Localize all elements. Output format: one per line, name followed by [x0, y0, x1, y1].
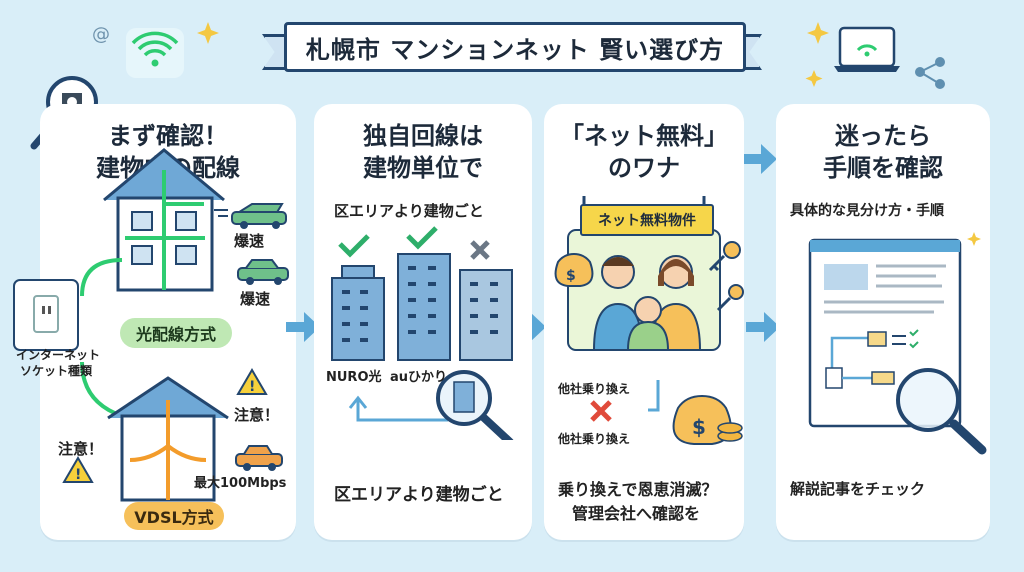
key-icon	[716, 284, 744, 312]
house-fiber	[103, 148, 225, 292]
switch-label: 他社乗り換え	[558, 432, 631, 446]
building-icon	[459, 269, 513, 361]
wiring-illustration: ! !	[13, 148, 289, 502]
cross-icon	[590, 400, 612, 422]
panel-title-line2: 手順を確認	[823, 154, 943, 182]
speed-label: 爆速	[234, 232, 265, 250]
svg-text:!: !	[249, 379, 255, 395]
svg-text:@: @	[92, 24, 110, 45]
panel-footer-line2: 管理会社へ確認を	[572, 504, 701, 523]
check-icon	[406, 226, 438, 250]
panel-title-line1: 独自回線は	[363, 122, 483, 150]
wifi-icon	[126, 28, 184, 78]
provider-label: NURO光	[326, 370, 382, 385]
money-bag-icon: $	[554, 252, 594, 287]
share-icon	[915, 57, 945, 89]
panel-footer: 区エリアより建物ごと	[334, 485, 504, 505]
vdsl-method-badge: VDSL方式	[124, 502, 224, 530]
switch-label: 他社乗り換え	[558, 382, 631, 396]
warning-icon: !	[62, 456, 94, 483]
money-bag-icon: $	[672, 394, 743, 445]
panel-subtitle: 具体的な見分け方・手順	[790, 203, 944, 219]
free-internet-sign: ネット無料物件	[580, 204, 714, 236]
free-internet-illustration: $ $	[554, 196, 744, 445]
panel-title-line1: 迷ったら	[835, 122, 931, 150]
magnifier-icon	[896, 368, 987, 455]
panel-footer: 解説記事をチェック	[790, 480, 926, 498]
socket-label-line1: インターネット	[16, 348, 101, 362]
car-icon	[237, 259, 289, 285]
panel-title-line2: 建物単位で	[363, 154, 483, 182]
key-icon	[708, 241, 741, 272]
building-icon	[331, 265, 385, 361]
sparkle-icon	[197, 22, 829, 87]
panel-subtitle: 区エリアより建物ごと	[334, 202, 484, 220]
socket-icon	[13, 279, 79, 351]
check-icon	[338, 234, 370, 258]
svg-text:$: $	[692, 415, 706, 439]
steps-illustration	[808, 232, 987, 455]
panel-title-line1: まず確認！	[108, 122, 228, 150]
magnifier-icon	[436, 370, 514, 440]
max-speed-label: 最大100Mbps	[194, 476, 287, 491]
sparkle-icon	[967, 232, 981, 246]
car-icon	[235, 445, 283, 471]
buildings-illustration	[331, 226, 514, 440]
svg-text:$: $	[566, 268, 576, 284]
warning-icon: !	[236, 368, 268, 395]
panel-title-line1: 「ネット無料」	[560, 122, 728, 150]
laptop-wifi-icon	[834, 26, 900, 72]
svg-text:!: !	[75, 467, 81, 483]
speed-label: 爆速	[240, 290, 271, 308]
at-sign-icon: @	[92, 24, 110, 45]
house-vdsl	[107, 376, 229, 502]
family-illustration	[592, 255, 702, 351]
page-title: 札幌市 マンションネット 賢い選び方	[284, 22, 746, 72]
panel-title-line2: のワナ	[608, 154, 680, 182]
building-icon	[397, 253, 451, 361]
provider-label: auひかり	[390, 370, 448, 385]
arrow-right-icon	[746, 312, 780, 342]
cross-icon	[470, 240, 490, 260]
panel-footer-line1: 乗り換えで恩恵消滅？	[558, 480, 718, 499]
socket-label-line2: ソケット種類	[20, 364, 93, 378]
arrow-right-icon	[743, 144, 777, 174]
car-icon	[214, 203, 287, 229]
fiber-method-badge: 光配線方式	[120, 318, 232, 348]
caution-label: 注意！	[58, 440, 104, 458]
caution-label: 注意！	[234, 406, 280, 424]
arrow-right-icon	[286, 312, 320, 342]
title-banner: 札幌市 マンションネット 賢い選び方	[262, 18, 762, 74]
